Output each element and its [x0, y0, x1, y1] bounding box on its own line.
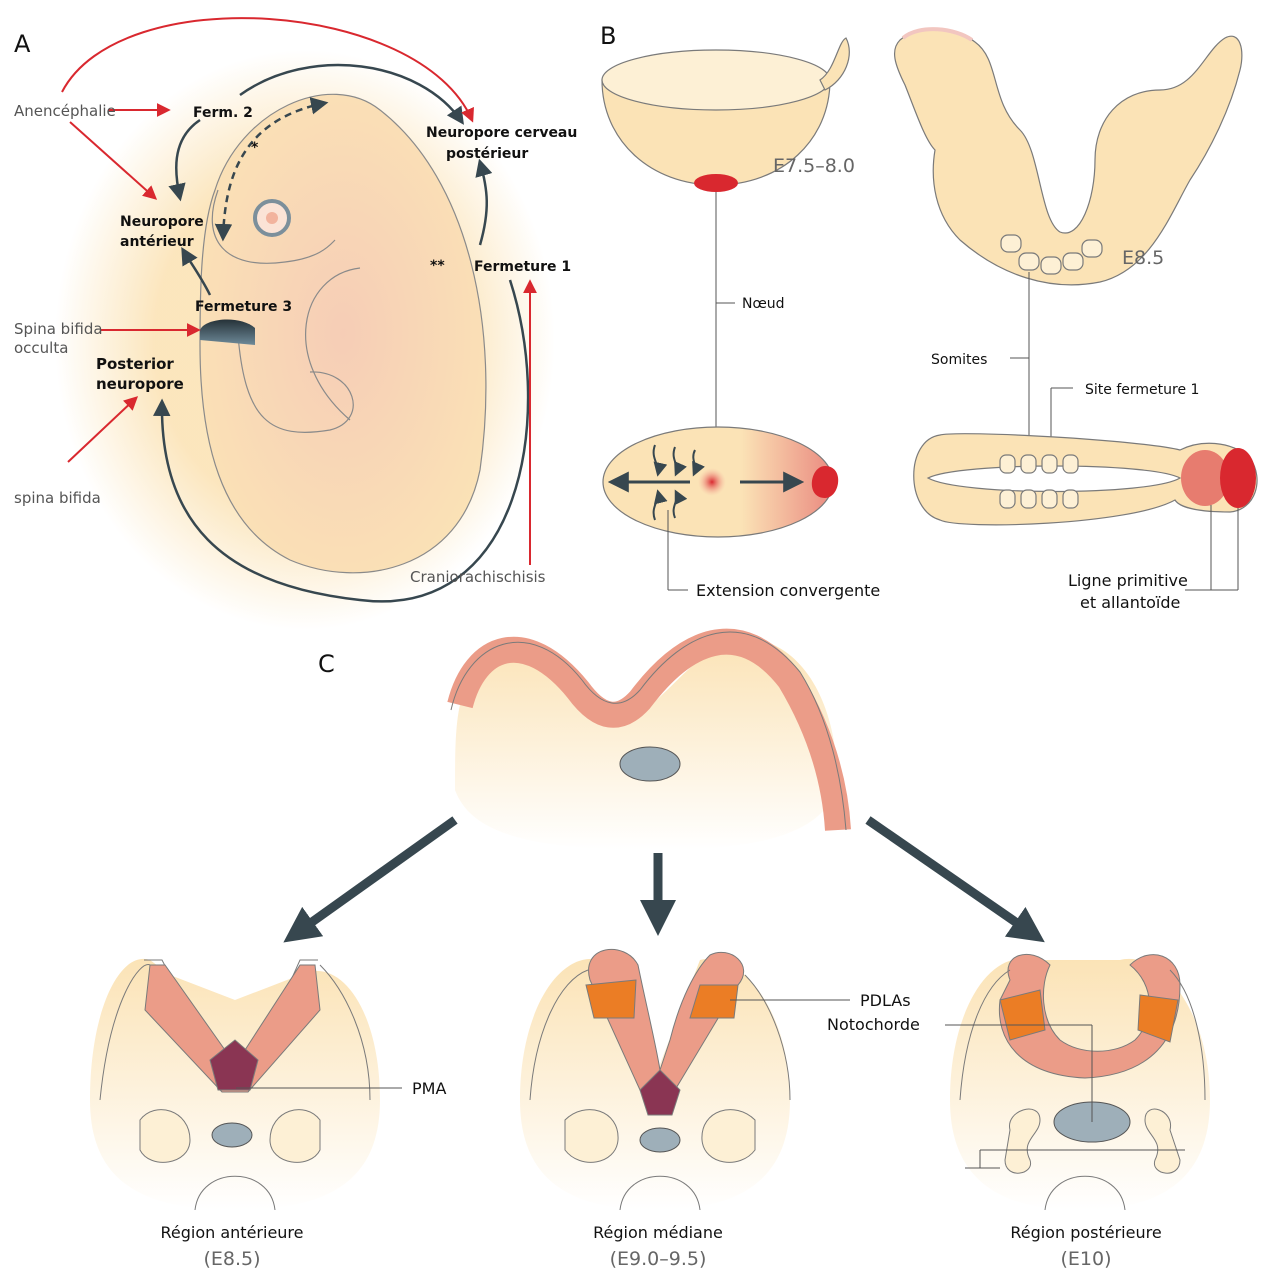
panel-a-label: A	[14, 30, 31, 58]
panel-c: C PMA Région antérieure (E8.5	[90, 632, 1210, 1270]
arrow-to-posterior	[868, 820, 1030, 932]
allantois-e85	[1220, 448, 1256, 508]
panel-b: B E7.5–8.0 Nœud Extension convergente	[600, 22, 1257, 612]
label-neuropore-cerveau-1: Neuropore cerveau	[426, 125, 577, 141]
label-region-posterieure: Région postérieure	[1010, 1223, 1161, 1242]
label-posterior-2: neuropore	[96, 375, 184, 393]
panel-b-label: B	[600, 22, 616, 50]
label-craniorachischisis: Craniorachischisis	[410, 568, 546, 586]
label-extension: Extension convergente	[696, 581, 880, 600]
neural-plate-top	[451, 632, 846, 850]
notochord-median	[640, 1128, 680, 1152]
label-fermeture1: Fermeture 1	[474, 259, 571, 275]
label-somites: Somites	[931, 352, 987, 368]
cup-allantois	[820, 38, 849, 90]
panel-a: A Anencéphalie Ferm. 2 * ** Neuropore	[14, 18, 577, 630]
label-spina-bifida: spina bifida	[14, 489, 101, 507]
notochord-top	[620, 747, 680, 781]
label-fermeture3: Fermeture 3	[195, 299, 292, 315]
label-stage-posterieure: (E10)	[1060, 1248, 1111, 1270]
label-stage-anterieure: (E8.5)	[203, 1248, 260, 1270]
label-notochorde: Notochorde	[827, 1015, 920, 1034]
label-ligne-2: et allantoïde	[1080, 593, 1180, 612]
label-posterior-1: Posterior	[96, 355, 174, 373]
label-ferm2: Ferm. 2	[193, 105, 253, 121]
label-neuropore-anterieur-2: antérieur	[120, 234, 194, 250]
cup-rim	[602, 50, 830, 110]
label-neuropore-cerveau-2: postérieur	[446, 146, 528, 162]
u-embryo	[895, 29, 1242, 284]
section-median: PDLAs Région médiane (E9.0–9.5)	[520, 949, 911, 1270]
notochord-anterior	[212, 1123, 252, 1147]
label-spina-occulta-2: occulta	[14, 339, 68, 357]
node-flat	[698, 468, 726, 496]
label-stage-e75: E7.5–8.0	[773, 155, 855, 177]
label-stage-e85: E8.5	[1122, 247, 1164, 269]
label-anencephalie: Anencéphalie	[14, 102, 116, 120]
label-star2: **	[430, 258, 445, 274]
label-pma: PMA	[412, 1079, 446, 1098]
label-site-fermeture: Site fermeture 1	[1085, 382, 1199, 398]
label-noeud: Nœud	[742, 296, 785, 312]
label-ligne-1: Ligne primitive	[1068, 571, 1188, 590]
node-cup	[694, 174, 738, 192]
section-anterior: PMA Région antérieure (E8.5)	[90, 959, 446, 1270]
otic-center	[266, 212, 278, 224]
panel-c-label: C	[318, 650, 335, 678]
label-region-mediane: Région médiane	[593, 1223, 723, 1242]
label-stage-mediane: (E9.0–9.5)	[610, 1248, 707, 1270]
label-spina-occulta-1: Spina bifida	[14, 320, 103, 338]
label-neuropore-anterieur-1: Neuropore	[120, 214, 204, 230]
arrow-to-anterior	[298, 820, 455, 932]
label-star1: *	[251, 140, 259, 156]
label-pdlas: PDLAs	[860, 991, 911, 1010]
label-region-anterieure: Région antérieure	[161, 1223, 304, 1242]
